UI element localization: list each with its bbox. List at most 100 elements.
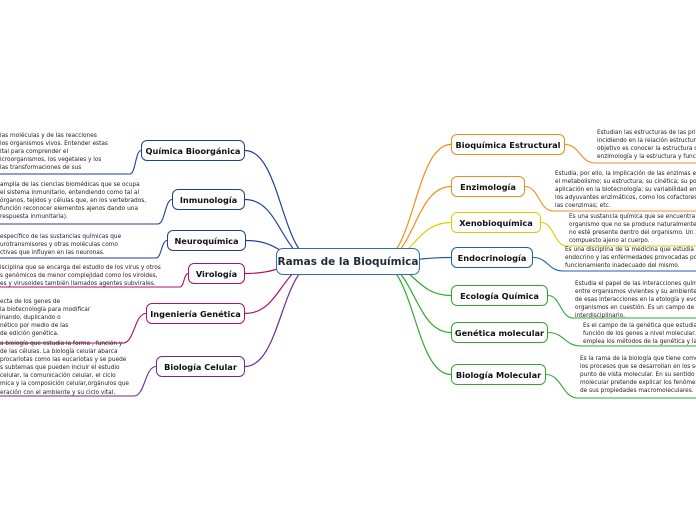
right-branch-description: Estudia el papel de las interacciones qu… <box>575 280 696 320</box>
description-line: amplia de las ciencias biomédicas que se… <box>0 182 140 188</box>
description-line: endocrino y las enfermedades provocadas … <box>565 255 696 262</box>
description-line: procariotas como las eucariotas y se pue… <box>0 357 127 364</box>
description-line: las transformaciones de sus <box>0 165 82 172</box>
description-line: nético por medio de las <box>0 323 69 330</box>
description-line: es y virusoides también llamados agentes… <box>0 281 156 288</box>
description-line: entre organismos vivientes y su ambiente… <box>575 289 696 296</box>
description-line: los adyuvantes enzimáticos, como los cof… <box>555 195 696 202</box>
description-line: organismos en cuestión. Es un campo de e… <box>575 305 696 312</box>
right-branch-node[interactable]: Xenobioquímica <box>451 212 541 233</box>
right-branch-node[interactable]: Endocrinología <box>451 247 533 268</box>
left-branch-node[interactable]: Ingeniería Genética <box>146 303 245 324</box>
description-line: las coenzimas; etc. <box>555 203 611 210</box>
right-branch-description: Es el campo de la genética que estudia l… <box>583 322 696 346</box>
description-line: enzimología y la estructura y funció <box>597 154 696 161</box>
description-line: s genómicos de menor complejidad como lo… <box>0 273 158 280</box>
right-branch-node[interactable]: Biología Molecular <box>451 364 546 385</box>
description-line: ecta de los genes de <box>0 299 61 305</box>
description-line: a biología que estudia la forma , funció… <box>0 341 123 347</box>
description-line: organismo que no se produce naturalmente… <box>569 222 696 229</box>
right-branch-node[interactable]: Ecología Química <box>451 285 548 306</box>
description-line: aplicación en la biotecnología; su varia… <box>555 187 696 194</box>
description-line: Es una sustancia química que se encuentr… <box>569 214 696 220</box>
description-line: el metabolismo; su estructura; su cinéti… <box>555 179 696 186</box>
right-branch-node[interactable]: Bioquímica Estructural <box>451 134 565 155</box>
right-branch-leaf-connector <box>547 331 582 347</box>
right-branch-leaf-connector <box>540 221 568 247</box>
right-branch-leaf-connector <box>545 373 579 399</box>
description-line: Estudia, por ello, la implicación de las… <box>555 171 696 177</box>
left-branch-node[interactable]: Inmunología <box>172 189 245 210</box>
central-topic[interactable]: Ramas de la Bioquímica <box>276 248 420 275</box>
description-line: objetivo es conocer la estructura de <box>597 146 696 153</box>
description-line: los procesos que se desarrollan en los s… <box>580 364 696 371</box>
right-branch-leaf-connector <box>547 294 574 319</box>
left-branch-description: específico de las sustancias químicas qu… <box>0 233 154 257</box>
description-line: función de los genes a nivel molecular. … <box>583 331 696 338</box>
left-branch-leaf-connector <box>133 365 157 397</box>
left-branch-connector <box>244 261 319 368</box>
left-branch-leaf-connector <box>129 149 142 175</box>
left-branch-description: isciplina que se encarga del estudio de … <box>0 264 178 288</box>
description-line: específico de las sustancias químicas qu… <box>0 234 122 240</box>
description-line: Estudia el papel de las interacciones qu… <box>575 281 696 287</box>
left-branch-leaf-connector <box>157 198 173 225</box>
right-branch-leaf-connector <box>532 256 564 272</box>
description-line: molecular pretende explicar los fenómen <box>580 380 696 387</box>
left-branch-description: ecta de los genes de la biotecnología par… <box>0 298 121 338</box>
left-branch-connector <box>244 149 319 263</box>
description-line: de sus propiedades macromoleculares. <box>580 388 694 395</box>
description-line: no esté presente dentro del organismo. U… <box>569 230 696 237</box>
left-branch-node[interactable]: Química Bioorgánica <box>141 140 245 161</box>
description-line: de esas interacciones en la etología y e… <box>575 297 696 304</box>
description-line: Es el campo de la genética que estudia l… <box>583 323 696 329</box>
description-line: inando, duplicando o <box>0 315 61 322</box>
description-line: los organismos vivos. Entender estas <box>0 141 108 148</box>
description-line: órganos, tejidos y células que, en los v… <box>0 198 147 205</box>
left-branch-description: amplia de las ciencias biomédicas que se… <box>0 181 156 221</box>
left-branch-node[interactable]: Biología Celular <box>156 356 245 377</box>
left-branch-leaf-connector <box>155 239 168 259</box>
right-branch-leaf-connector <box>524 185 554 212</box>
left-branch-node[interactable]: Virología <box>188 263 245 284</box>
right-branch-description: Es una disciplina de la medicina que est… <box>565 246 696 270</box>
description-line: Es una disciplina de la medicina que est… <box>565 247 696 253</box>
description-line: función reconocer elementos ajenos dando… <box>0 206 139 213</box>
description-line: icroorganismos, los vegetales y los <box>0 157 102 164</box>
description-line: de edición genética. <box>0 331 59 338</box>
left-branch-description: a biología que estudia la forma , funció… <box>0 340 132 397</box>
description-line: eración con el ambiente y su ciclo vital… <box>0 389 116 396</box>
description-line: isciplina que se encarga del estudio de … <box>0 265 161 271</box>
left-branch-leaf-connector <box>122 312 147 344</box>
right-branch-connector <box>377 143 452 263</box>
description-line: la biotecnología para modificar <box>0 307 91 314</box>
right-branch-description: Es la rama de la biología que tiene como… <box>580 355 696 395</box>
description-line: punto de vista molecular. En su sentido … <box>580 372 696 379</box>
description-line: celular, la comunicación celular, el cic… <box>0 373 116 380</box>
description-line: ital para comprender el <box>0 149 69 156</box>
description-line: el sistema inmunitario, entendiendo como… <box>0 190 140 197</box>
right-branch-node[interactable]: Genética molecular <box>451 322 548 343</box>
description-line: emplea los métodos de la genética y la b <box>583 339 696 346</box>
left-branch-leaf-connector <box>179 272 189 288</box>
description-line: interdisciplinario. <box>575 313 625 320</box>
description-line: Es la rama de la biología que tiene como… <box>580 356 696 362</box>
description-line: mica y la composición celular,orgánulos … <box>0 381 129 388</box>
description-line: Estudian las estructuras de las prin <box>597 130 696 136</box>
description-line: funcionamiento inadecuado del mismo. <box>565 263 680 270</box>
description-line: respuesta inmunitaria). <box>0 214 68 221</box>
left-branch-description: las moléculas y de las reacciones los org… <box>0 132 128 172</box>
description-line: las moléculas y de las reacciones <box>0 133 97 139</box>
description-line: compuesto ajeno al cuerpo. <box>569 238 650 245</box>
left-branch-node[interactable]: Neuroquímica <box>167 230 246 251</box>
right-branch-description: Estudia, por ello, la implicación de las… <box>555 170 696 210</box>
right-branch-description: Es una sustancia química que se encuentr… <box>569 213 696 245</box>
right-branch-node[interactable]: Enzimología <box>451 176 525 197</box>
right-branch-description: Estudian las estructuras de las prin inci… <box>597 129 696 161</box>
description-line: s subtemas que pueden incluir el estudio <box>0 365 120 372</box>
description-line: de las células. La biología celular abar… <box>0 349 118 356</box>
description-line: ctivas que influyen en las neuronas. <box>0 250 105 257</box>
description-line: incidiendo en la relación estructura <box>597 138 696 145</box>
description-line: urotransmisores y otras moléculas como <box>0 242 118 249</box>
